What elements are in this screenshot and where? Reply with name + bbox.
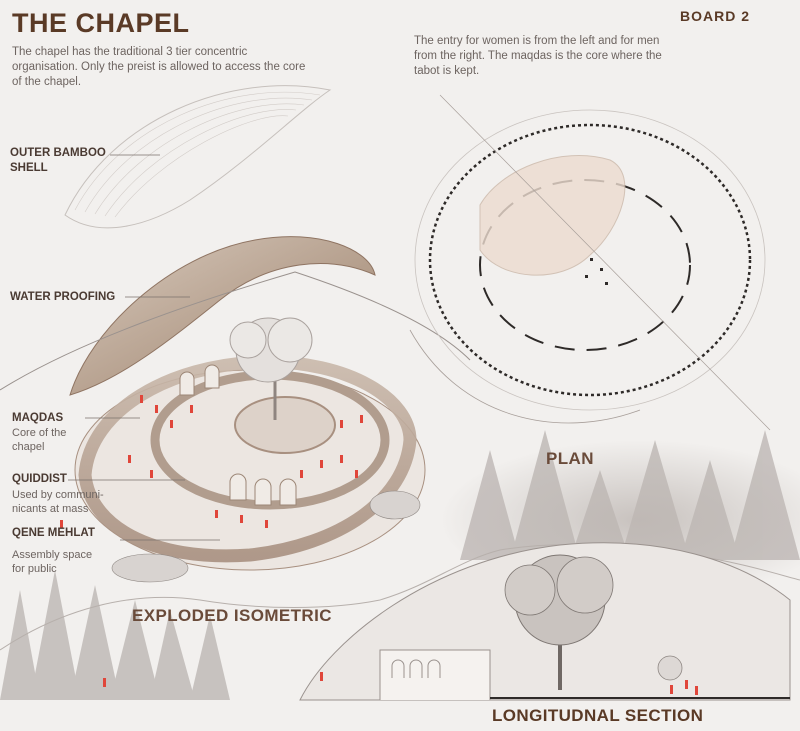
- desc-maqdas: Core of the chapel: [12, 427, 67, 453]
- hill-outline: [0, 271, 471, 391]
- label-qene-mehlat: QENE MEHLAT: [12, 527, 95, 539]
- desc-qene-mehlat: Assembly space for public: [12, 549, 93, 575]
- label-outer-bamboo-shell: OUTER BAMBOO SHELL: [10, 147, 106, 174]
- leader-lines: [68, 417, 220, 541]
- intro-text: The chapel has the traditional 3 tier co…: [12, 46, 306, 88]
- label-maqdas: MAQDAS: [12, 412, 64, 424]
- caption-longitudinal-section: LONGITUDNAL SECTION: [492, 706, 704, 725]
- iso-tree: [229, 317, 313, 420]
- label-water-proofing: WATER PROOFING: [10, 291, 116, 303]
- board-label: BOARD 2: [680, 8, 751, 24]
- outer-bamboo-shell: [64, 85, 332, 229]
- label-quiddist: QUIDDIST: [12, 473, 67, 485]
- caption-plan: PLAN: [546, 449, 594, 468]
- longitudinal-section: [103, 542, 791, 701]
- plan-drawing: [409, 94, 771, 431]
- page-title: THE CHAPEL: [12, 8, 190, 38]
- water-proofing-layer: [69, 236, 376, 396]
- desc-quiddist: Used by communi-nicants at mass: [12, 489, 104, 515]
- caption-exploded-isometric: EXPLODED ISOMETRIC: [132, 606, 332, 625]
- people-figures: [60, 395, 363, 528]
- plan-note: The entry for women is from the left and…: [414, 35, 662, 77]
- isometric-rings: [74, 355, 426, 571]
- shrubs: [111, 490, 421, 583]
